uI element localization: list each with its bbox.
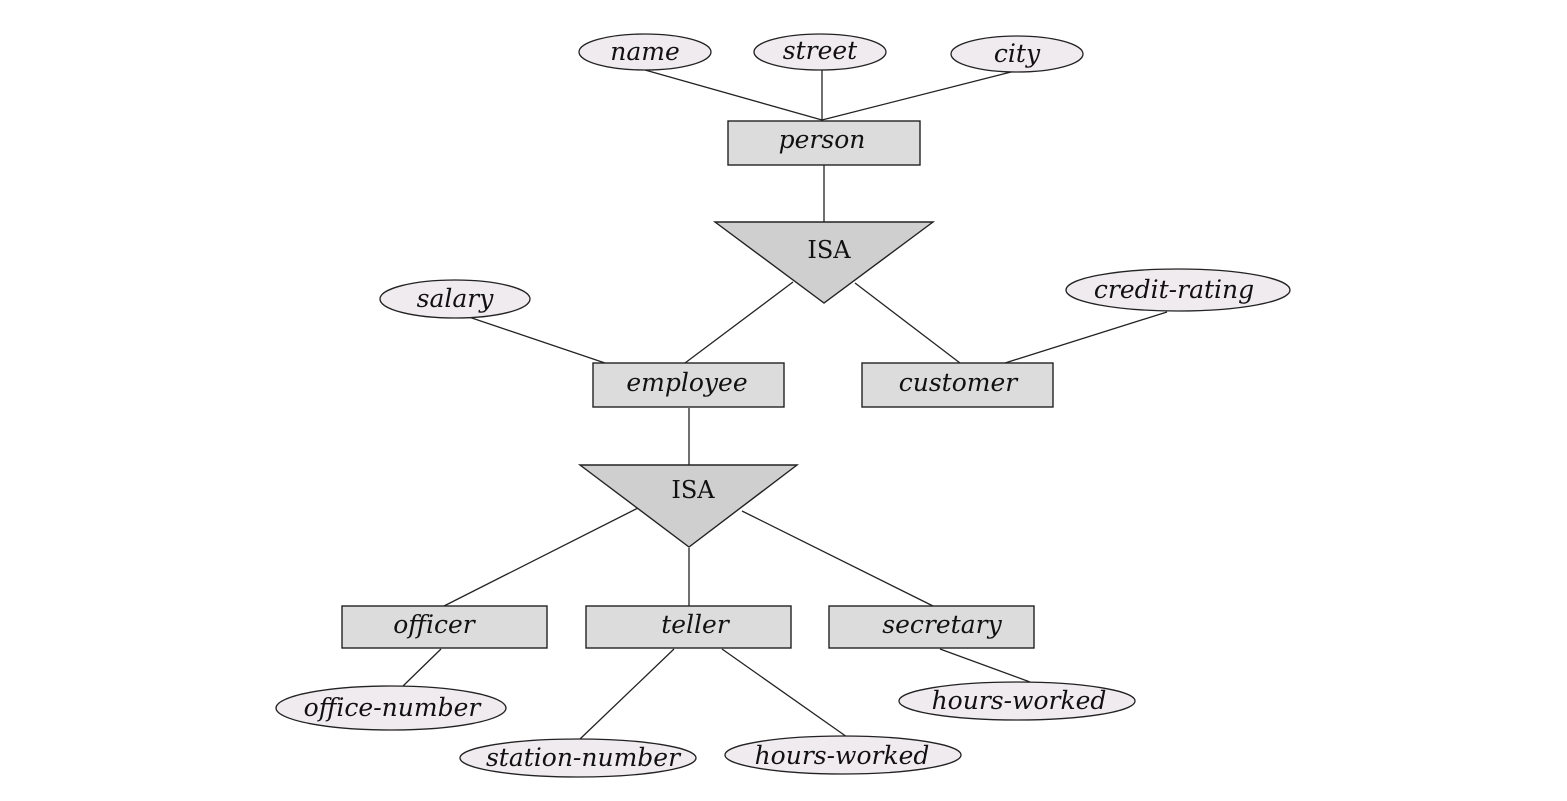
- entity-teller: teller: [585, 605, 792, 649]
- entity-officer: officer: [341, 605, 548, 649]
- isa-triangle-bottom: ISA: [577, 464, 800, 548]
- attribute-city-label: city: [994, 39, 1041, 68]
- entity-officer-label: officer: [393, 610, 477, 639]
- connector-teller-hoursworked: [721, 648, 848, 738]
- entity-customer-label: customer: [899, 368, 1020, 397]
- attribute-secretary-hours-worked-label: hours-worked: [932, 686, 1107, 715]
- attribute-credit-rating-label: credit-rating: [1094, 275, 1254, 304]
- entity-secretary-label: secretary: [882, 610, 1002, 639]
- attribute-name-label: name: [610, 37, 680, 66]
- isa-top-label: ISA: [807, 236, 851, 264]
- attribute-teller-hours-worked: hours-worked: [724, 735, 962, 775]
- attribute-office-number-label: office-number: [304, 693, 483, 722]
- entity-secretary: secretary: [828, 605, 1035, 649]
- connector-city-person: [821, 70, 1016, 121]
- attribute-street-label: street: [783, 36, 858, 65]
- connector-salary-employee: [459, 313, 606, 364]
- connector-name-person: [644, 69, 823, 121]
- attribute-credit-rating: credit-rating: [1065, 268, 1291, 312]
- attribute-secretary-hours-worked: hours-worked: [898, 681, 1136, 721]
- connector-isa-employee: [684, 281, 794, 364]
- isa-bottom-label: ISA: [671, 476, 715, 504]
- entity-employee: employee: [592, 362, 785, 408]
- attribute-street: street: [753, 33, 887, 71]
- attribute-station-number: station-number: [459, 738, 697, 778]
- entity-person: person: [727, 120, 921, 166]
- entity-person-label: person: [779, 125, 866, 154]
- entity-customer: customer: [861, 362, 1054, 408]
- connector-isa-customer: [854, 282, 961, 364]
- connector-creditrating-customer: [1004, 311, 1168, 364]
- isa-triangle-top: ISA: [712, 221, 936, 304]
- attribute-name: name: [578, 33, 712, 71]
- connector-isa-secretary: [741, 510, 934, 607]
- attribute-city: city: [950, 35, 1084, 73]
- connector-secretary-hoursworked: [939, 648, 1031, 683]
- connectors: [402, 69, 1168, 740]
- connector-officer-officenumber: [402, 648, 442, 687]
- attribute-teller-hours-worked-label: hours-worked: [755, 741, 930, 770]
- attribute-office-number: office-number: [275, 685, 507, 731]
- entity-employee-label: employee: [626, 368, 747, 397]
- connector-isa-officer: [443, 507, 639, 607]
- attribute-salary: salary: [379, 279, 531, 319]
- attribute-station-number-label: station-number: [486, 743, 682, 772]
- attribute-salary-label: salary: [417, 284, 495, 313]
- connector-teller-stationnumber: [579, 648, 675, 740]
- entity-teller-label: teller: [661, 610, 731, 639]
